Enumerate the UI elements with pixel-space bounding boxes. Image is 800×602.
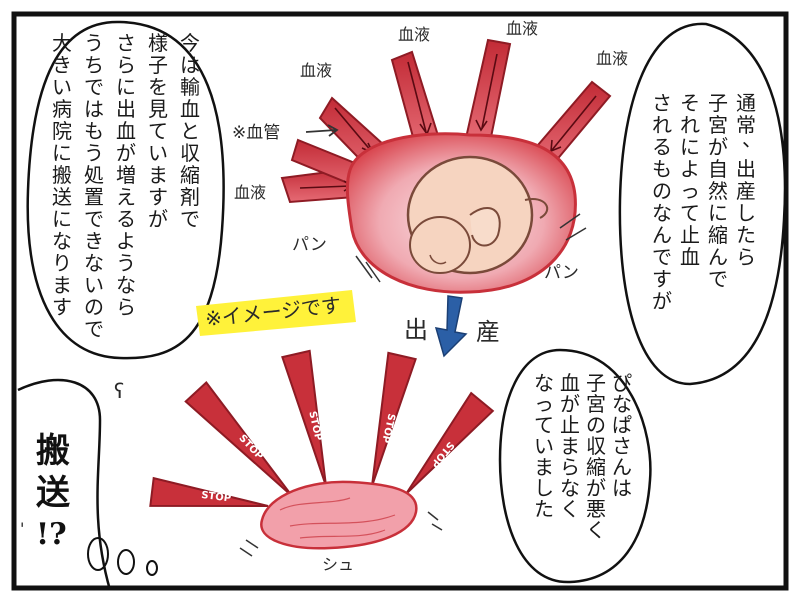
bubble-right-top-line: それによって止血 [680,91,700,269]
character-corner: 搬 送 !? ʕ ' [17,378,158,591]
uterus-illustration [280,38,612,294]
speech-bubble-left: 今は輸血と収縮剤で様子を見ていますがさらに出血が増えるようならうちではもう処置で… [26,20,225,360]
bubble-right-top-line: 子宮が自然に縮んで [708,91,728,291]
label-blood-1: 血液 [398,25,430,44]
bubble-right-bottom-line: ぴなぱさんは [612,371,632,500]
bubble-right-bottom-line: なっていました [534,371,554,521]
label-blood-2: 血液 [506,19,538,38]
motion-lines [355,213,587,283]
svg-text:ʕ: ʕ [114,379,124,403]
bubble-right-bottom-line: 子宮の収縮が悪く [586,371,606,542]
bubble-left-line: さらに出血が増えるようなら [116,31,136,319]
pon-right: パン [544,263,579,283]
bubble-left-text: 今は輸血と収縮剤で様子を見ていますがさらに出血が増えるようならうちではもう処置で… [52,31,200,341]
bubble-left-line: 今は輸血と収縮剤で [180,31,200,231]
bubble-left-line: 様子を見ていますが [148,31,168,231]
birth-char-1: 出 [404,316,428,344]
shu-text: シュ [322,555,354,574]
bubble-left-line: うちではもう処置できないので [84,31,104,341]
stop-vessel [149,476,269,507]
bubble-right-top-line: されるものなんですが [652,91,672,313]
hansou-text-2: 送 [36,473,70,513]
stop-label: STOP [201,490,232,504]
bubble-right-top-line: 通常、出産したら [736,91,762,269]
pon-left: パン [292,235,327,255]
stop-vessel [405,391,495,495]
stop-vessel [281,349,327,487]
hansou-text-1: 搬 [36,431,70,471]
birth-arrow: 出 産 [404,295,500,358]
bubble-left-line: 大きい病院に搬送になります [52,31,72,319]
baby-illustration [406,155,549,275]
label-blood-3: 血液 [596,49,628,68]
birth-char-2: 産 [476,318,500,346]
hansou-text-3: !? [36,517,67,552]
label-blood-4: 血液 [300,61,332,80]
bubble-right-bottom-line: 血が止まらなく [560,371,580,521]
contracted-uterus [260,480,418,550]
label-blood-vessel: ※血管 [232,123,280,143]
label-blood-5: 血液 [234,183,266,202]
svg-text:': ' [20,519,24,538]
stop-vessel [371,351,417,487]
image-note: ※イメージです [196,290,356,336]
stop-vessel [184,381,293,497]
